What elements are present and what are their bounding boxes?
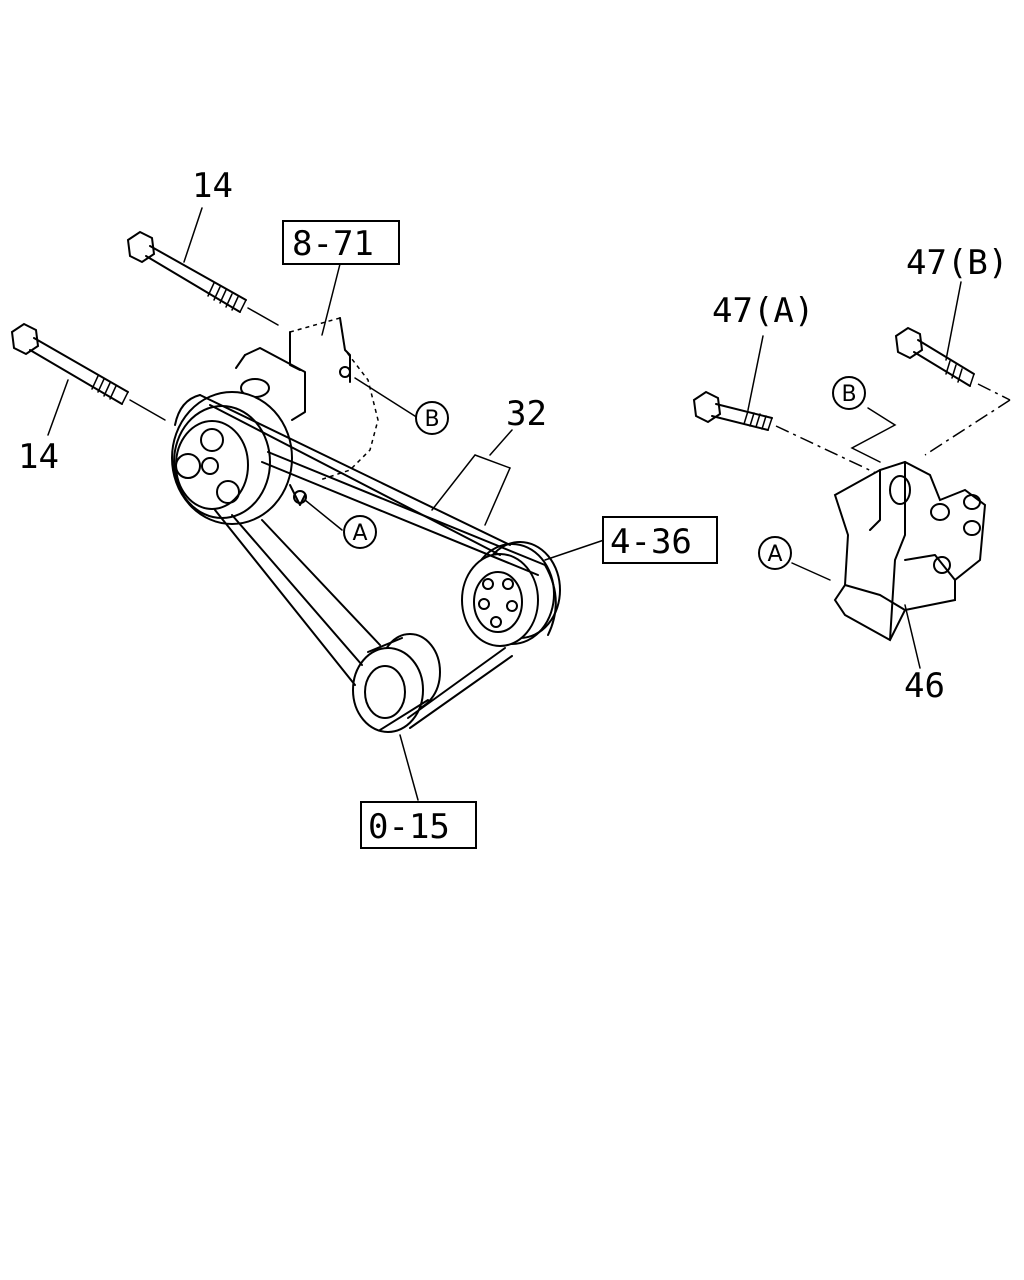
- marker-a-compressor: A: [343, 515, 377, 549]
- b-connector-line: [850, 407, 897, 463]
- marker-a-bracket-text: A: [767, 542, 782, 567]
- ref-box-0-15: 0-15: [360, 801, 477, 849]
- ref-0-15-text: 0-15: [368, 807, 450, 847]
- marker-b-bracket-text: B: [841, 382, 856, 407]
- callout-47a: 47(A): [712, 291, 814, 331]
- marker-b-compressor: B: [415, 401, 449, 435]
- leader-lines: [47, 207, 962, 801]
- mounting-bracket-46: [833, 460, 987, 642]
- callout-46: 46: [904, 666, 945, 706]
- crank-pulley: [461, 541, 561, 647]
- idler-pulley: [352, 633, 441, 733]
- bolt-47a: [692, 390, 881, 476]
- marker-a-compressor-text: A: [352, 521, 367, 546]
- ref-box-8-71: 8-71: [282, 220, 400, 265]
- bolt-47b: [894, 326, 1011, 456]
- callout-47b: 47(B): [906, 243, 1008, 283]
- marker-a-bracket: A: [758, 536, 792, 570]
- compressor-pulley: [171, 391, 293, 525]
- ref-box-4-36: 4-36: [602, 516, 718, 564]
- ref-8-71-text: 8-71: [292, 224, 374, 264]
- callout-32: 32: [506, 394, 547, 434]
- bolt-14-upper: [126, 230, 279, 326]
- marker-b-compressor-text: B: [424, 407, 439, 432]
- bolt-14-lower: [10, 322, 166, 421]
- callout-14-upper: 14: [192, 166, 233, 206]
- marker-b-bracket: B: [832, 376, 866, 410]
- callout-14-lower: 14: [18, 437, 59, 477]
- v-belt-idler: [214, 509, 513, 729]
- ref-4-36-text: 4-36: [610, 522, 692, 562]
- v-belt-32: [174, 394, 557, 636]
